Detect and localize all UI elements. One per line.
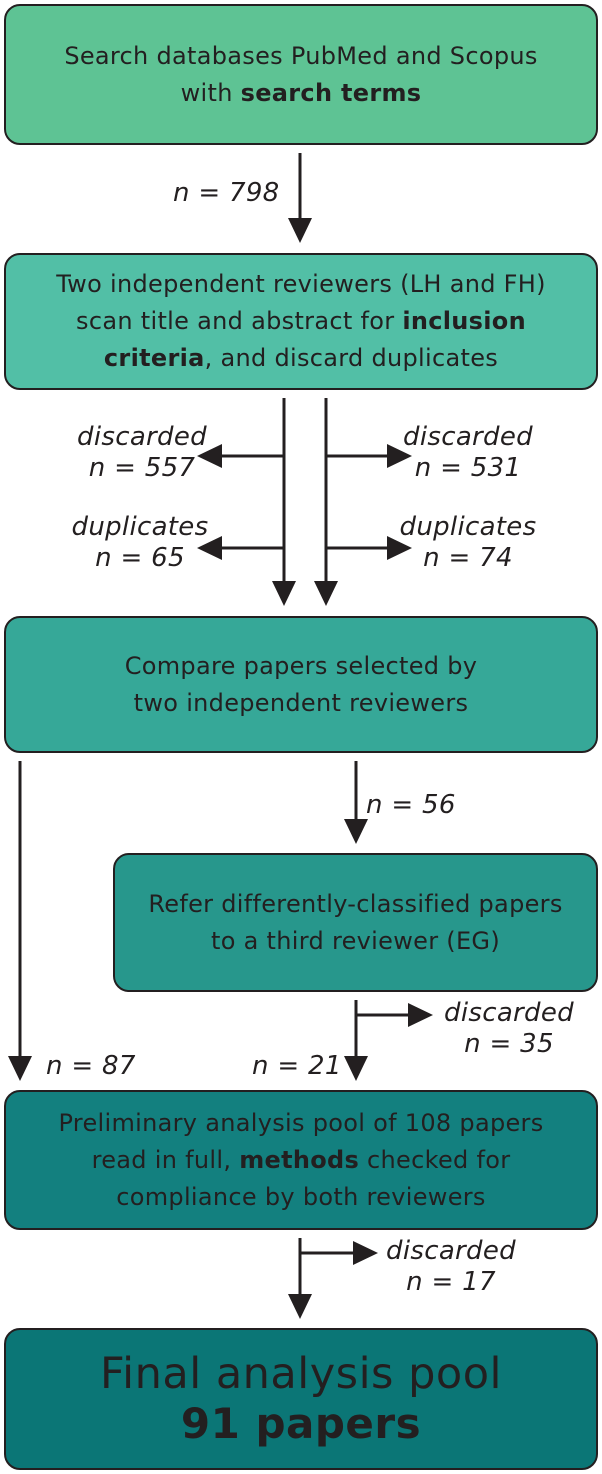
right-discarded-word: discarded xyxy=(403,422,533,452)
arrowhead-refer-to-preliminary xyxy=(344,1056,368,1081)
refer-box-line-1: Refer differently-classified papers xyxy=(148,889,563,918)
search-databases-box: Search databases PubMed and Scopus with … xyxy=(4,4,598,145)
agreed-count-label: n = 21 xyxy=(252,1051,342,1081)
screening-box-line-2-prefix: scan title and abstract for xyxy=(76,307,403,335)
compare-box-line-2: two independent reviewers xyxy=(133,688,469,717)
arrowhead-compare-to-preliminary xyxy=(8,1056,32,1081)
third-reviewer-box: Refer differently-classified papers to a… xyxy=(113,853,598,992)
search-box-line-2-prefix: with xyxy=(180,78,241,107)
screening-box-line-1: Two independent reviewers (LH and FH) xyxy=(56,270,546,298)
preliminary-box-line-3: compliance by both reviewers xyxy=(116,1182,486,1211)
search-count-label: n = 798 xyxy=(173,178,280,208)
left-duplicates-count: n = 65 xyxy=(95,543,185,573)
arrowhead-refer-discarded xyxy=(408,1003,433,1027)
third-discarded-word: discarded xyxy=(444,998,574,1028)
search-box-line-1: Search databases PubMed and Scopus xyxy=(64,41,538,70)
inclusion-bold: inclusion xyxy=(402,307,526,335)
search-box-line-2: with search terms xyxy=(181,75,422,112)
third-discarded-count: n = 35 xyxy=(464,1029,554,1059)
right-duplicates-word: duplicates xyxy=(399,512,537,542)
arrowhead-compare-to-refer xyxy=(344,819,368,844)
arrowhead-screen-right xyxy=(314,581,338,606)
arrowhead-right-discarded xyxy=(387,444,412,468)
compare-box-line-1: Compare papers selected by xyxy=(124,651,478,680)
methods-bold: methods xyxy=(239,1145,360,1174)
preliminary-box-line-2: read in full, methods checked for xyxy=(92,1142,511,1179)
preliminary-box-line-2-suffix: checked for xyxy=(359,1145,511,1174)
refer-box-line-2: to a third reviewer (EG) xyxy=(211,926,500,955)
preliminary-pool-box: Preliminary analysis pool of 108 papers … xyxy=(4,1090,598,1230)
right-discarded-label: discarded n = 531 xyxy=(398,422,538,484)
right-discarded-count: n = 531 xyxy=(414,453,522,483)
criteria-bold: criteria xyxy=(103,344,205,372)
left-discarded-label: discarded n = 557 xyxy=(74,422,210,484)
screening-box-line-3-suffix: , and discard duplicates xyxy=(204,344,499,372)
preliminary-box-line-1: Preliminary analysis pool of 108 papers xyxy=(58,1108,544,1137)
prelim-discarded-count: n = 17 xyxy=(406,1267,496,1297)
final-box-title: Final analysis pool xyxy=(100,1349,502,1399)
screening-box: Two independent reviewers (LH and FH) sc… xyxy=(4,253,598,390)
refer-count-label: n = 56 xyxy=(366,790,456,820)
compare-papers-box: Compare papers selected by two independe… xyxy=(4,616,598,753)
right-duplicates-label: duplicates n = 74 xyxy=(394,512,542,574)
arrowhead-screen-left xyxy=(272,581,296,606)
screening-box-line-3: criteria, and discard duplicates xyxy=(104,340,498,377)
arrowhead-left-duplicates xyxy=(197,536,222,560)
final-box-count: 91 papers xyxy=(180,1399,422,1448)
screening-box-line-2: scan title and abstract for inclusion xyxy=(76,303,526,340)
arrowhead-left-discarded xyxy=(197,444,222,468)
left-duplicates-word: duplicates xyxy=(71,512,209,542)
left-duplicates-label: duplicates n = 65 xyxy=(66,512,214,574)
third-reviewer-discarded-label: discarded n = 35 xyxy=(436,998,582,1060)
direct-count-label: n = 87 xyxy=(46,1051,136,1081)
search-terms-bold: search terms xyxy=(240,78,422,107)
right-duplicates-count: n = 74 xyxy=(423,543,513,573)
preliminary-box-line-2-prefix: read in full, xyxy=(91,1145,240,1174)
preliminary-discarded-label: discarded n = 17 xyxy=(378,1236,524,1298)
arrowhead-right-duplicates xyxy=(387,536,412,560)
prelim-discarded-word: discarded xyxy=(386,1236,516,1266)
arrowhead-search-to-screen xyxy=(288,218,312,243)
left-discarded-word: discarded xyxy=(77,422,207,452)
final-pool-box: Final analysis pool 91 papers xyxy=(4,1328,598,1470)
arrowhead-preliminary-to-final xyxy=(288,1294,312,1319)
arrowhead-preliminary-discarded xyxy=(353,1241,378,1265)
left-discarded-count: n = 557 xyxy=(88,453,196,483)
